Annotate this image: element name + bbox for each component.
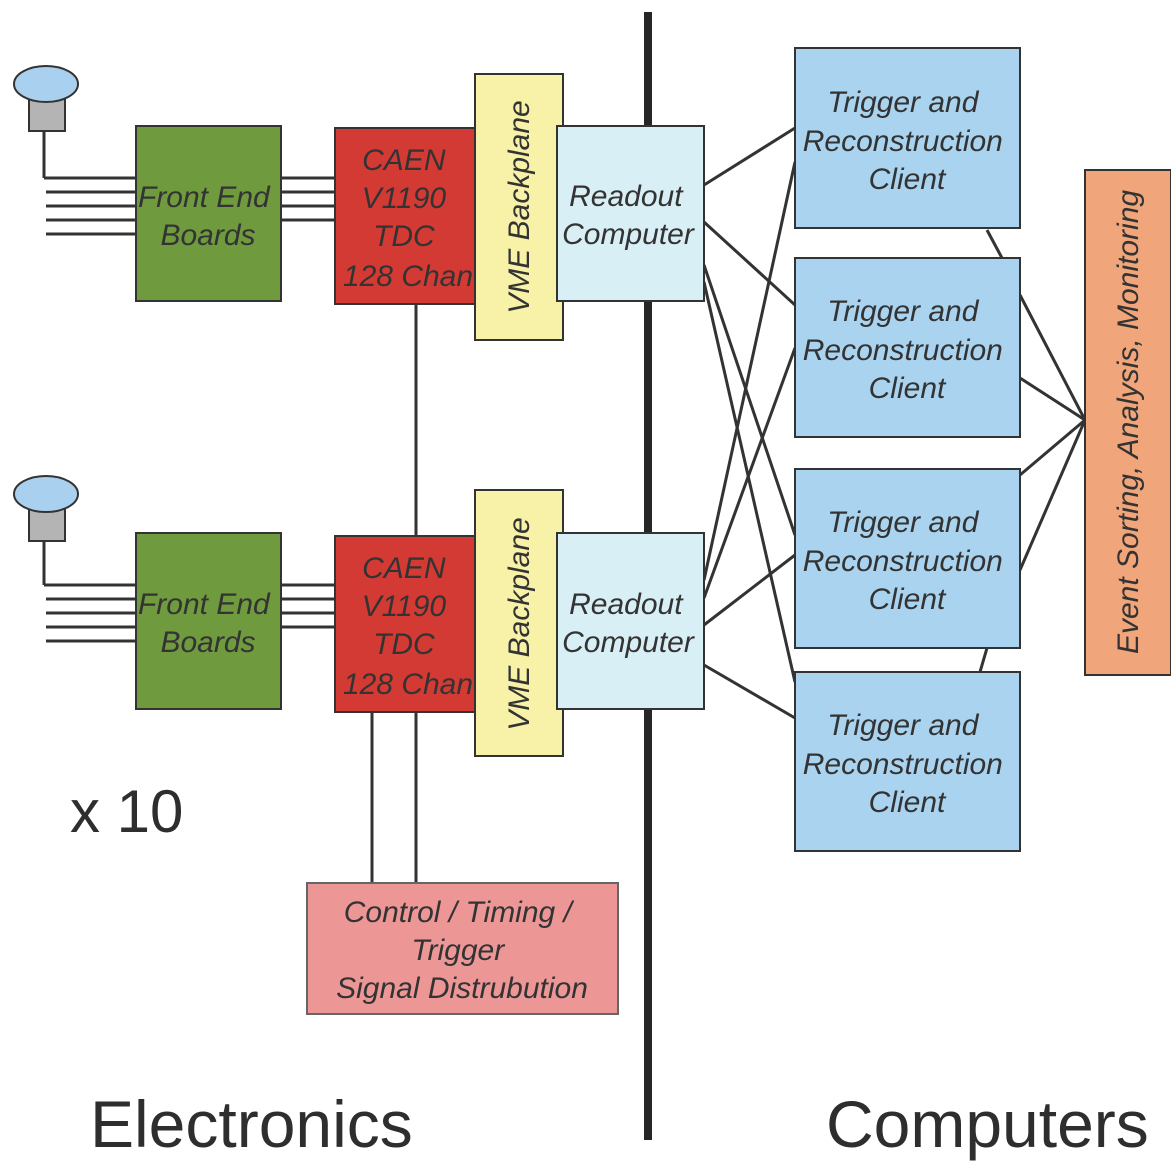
event-sorting-box: Event Sorting, Analysis, Monitoring [1084,169,1171,676]
tdc-label: V1190 [362,182,447,215]
front-end-label: Boards [160,219,255,252]
signal-distribution-label: Control / Timing / [344,896,575,929]
svg-text:Front End Boards: Front End Boards [138,588,278,659]
electronics-section-label: Electronics [90,1087,413,1161]
tdc-label: TDC [373,628,435,661]
svg-text:CAEN V1190 TDC: CAEN V1190 TDC 128 Chan [343,144,473,293]
event-sorting-label: Event Sorting, Analysis, Monitoring [1112,190,1145,654]
client-box: Trigger and Reconstruction Client [794,671,1021,852]
tdc-box: CAEN V1190 TDC 128 Chan [334,535,483,713]
client-label: Reconstruction [803,125,1003,158]
tdc-label: 128 Chan [343,260,473,293]
svg-text:Trigger and Reconstructi: Trigger and Reconstruction Client [803,295,1011,405]
front-end-label: Front End [138,181,271,214]
signal-distribution-label: Trigger [411,934,505,967]
multiplier-label: x 10 [70,778,183,845]
client-label: Trigger and [827,86,980,119]
client-label: Reconstruction [803,748,1003,781]
front-end-label: Boards [160,626,255,659]
client-label: Trigger and [827,709,980,742]
client-label: Client [869,163,947,196]
computers-section-label: Computers [826,1087,1149,1161]
client-label: Client [869,786,947,819]
front-end-boards-box: Front End Boards [135,532,282,710]
readout-label: Readout [569,180,684,213]
vme-backplane-label: VME Backplane [503,100,536,313]
svg-text:Readout Computer: Readout Computer [562,588,695,659]
readout-computer-box: Readout Computer [556,125,705,302]
antenna-icon [13,65,79,132]
client-label: Trigger and [827,295,980,328]
svg-text:Front End Boards: Front End Boards [138,181,278,252]
connector-lines [42,126,1087,883]
svg-text:Readout Computer: Readout Computer [562,180,695,251]
client-label: Client [869,583,947,616]
client-box: Trigger and Reconstruction Client [794,47,1021,229]
svg-text:Trigger and Reconstructi: Trigger and Reconstruction Client [803,709,1011,819]
client-label: Reconstruction [803,545,1003,578]
client-box: Trigger and Reconstruction Client [794,468,1021,649]
tdc-label: CAEN [362,552,446,585]
vme-backplane-box: VME Backplane [474,489,564,757]
tdc-box: CAEN V1190 TDC 128 Chan [334,127,483,305]
tdc-label: TDC [373,220,435,253]
client-label: Reconstruction [803,334,1003,367]
front-end-label: Front End [138,588,271,621]
svg-text:CAEN V1190 TDC: CAEN V1190 TDC 128 Chan [343,552,473,701]
signal-distribution-box: Control / Timing / Trigger Signal Distru… [306,882,619,1015]
client-label: Trigger and [827,506,980,539]
signal-distribution-label: Signal Distrubution [336,972,588,1005]
client-label: Client [869,372,947,405]
antenna-icon [13,475,79,542]
svg-text:Trigger and Reconstructi: Trigger and Reconstruction Client [803,506,1011,616]
client-box: Trigger and Reconstruction Client [794,257,1021,438]
svg-text:Control / Timing / Trigg: Control / Timing / Trigger Signal Distru… [336,896,588,1005]
vme-backplane-label: VME Backplane [503,517,536,730]
readout-label: Computer [562,626,695,659]
readout-label: Readout [569,588,684,621]
front-end-boards-box: Front End Boards [135,125,282,302]
readout-label: Computer [562,218,695,251]
svg-text:Trigger and Reconstructi: Trigger and Reconstruction Client [803,86,1011,196]
tdc-label: CAEN [362,144,446,177]
tdc-label: V1190 [362,590,447,623]
tdc-label: 128 Chan [343,668,473,701]
readout-computer-box: Readout Computer [556,532,705,710]
vme-backplane-box: VME Backplane [474,73,564,341]
